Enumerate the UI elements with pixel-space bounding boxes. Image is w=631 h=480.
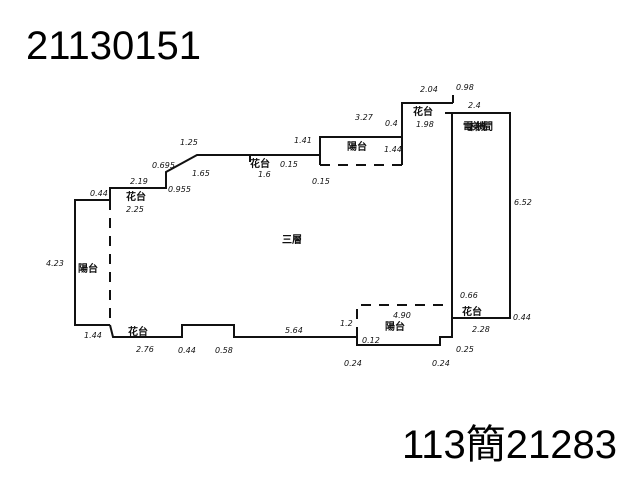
- dimension-label: 1.98: [416, 120, 434, 129]
- floor-label: 三層: [282, 234, 302, 246]
- flower-bed-label: 花台: [126, 190, 146, 203]
- flower-bed-label: 花台: [462, 305, 482, 318]
- flower-bed-label: 花台: [250, 157, 270, 170]
- elevator-wall: [445, 112, 511, 319]
- dimension-label: 2.04: [420, 85, 438, 94]
- dimension-label: 0.15: [312, 177, 330, 186]
- dimension-label: 0.44: [178, 346, 196, 355]
- wall-bottom: [109, 318, 453, 346]
- dimension-label: 0.66: [460, 291, 478, 300]
- dimension-label: 0.25: [456, 345, 474, 354]
- dimension-label: 0.44: [513, 313, 531, 322]
- dimension-labels: 1.25 0.695 1.65 2.19 0.955 0.44 2.25 1.4…: [46, 83, 532, 368]
- dimension-label: 1.2: [340, 319, 353, 328]
- dimension-label: 4.23: [46, 259, 64, 268]
- dimension-label: 0.955: [168, 185, 191, 194]
- dimension-label: 0.58: [215, 346, 233, 355]
- dimension-label: 1.41: [294, 136, 312, 145]
- dimension-label: 0.24: [432, 359, 450, 368]
- document-number: 113簡21283: [402, 423, 617, 467]
- dimension-label: 0.44: [90, 189, 108, 198]
- balcony-label: 陽台: [347, 140, 367, 153]
- flower-bed-label: 花台: [413, 105, 433, 118]
- dimension-label: 3.27: [355, 113, 374, 122]
- dimension-label: 0.695: [152, 161, 175, 170]
- balcony-label: 陽台: [385, 320, 405, 333]
- dimension-label: 2.25: [126, 205, 144, 214]
- dimension-label: 1.65: [192, 169, 210, 178]
- dimension-label: 2.19: [130, 177, 148, 186]
- elevator-room-label: 電梯機間: [463, 120, 493, 133]
- wall-top: [109, 102, 453, 200]
- balcony-label: 陽台: [78, 262, 98, 275]
- dimension-label: 1.44: [84, 331, 102, 340]
- dimension-label: 4.90: [393, 311, 411, 320]
- outer-wall: [74, 199, 110, 326]
- dimension-label: 6.52: [514, 198, 532, 207]
- dimension-label: 0.4: [385, 119, 398, 128]
- flower-bed-label: 花台: [128, 325, 148, 338]
- dimension-label: 5.64: [285, 326, 303, 335]
- dimension-label: 0.15: [280, 160, 298, 169]
- case-number: 21130151: [26, 24, 201, 68]
- dimension-label: 1.44: [384, 145, 402, 154]
- dimension-label: 1.6: [258, 170, 271, 179]
- dimension-label: 2.4: [468, 101, 481, 110]
- dimension-label: 1.25: [180, 138, 198, 147]
- dimension-label: 0.12: [362, 336, 380, 345]
- dimension-label: 0.24: [344, 359, 362, 368]
- dimension-label: 2.28: [472, 325, 490, 334]
- dimension-label: 2.76: [136, 345, 154, 354]
- dimension-label: 0.98: [456, 83, 474, 92]
